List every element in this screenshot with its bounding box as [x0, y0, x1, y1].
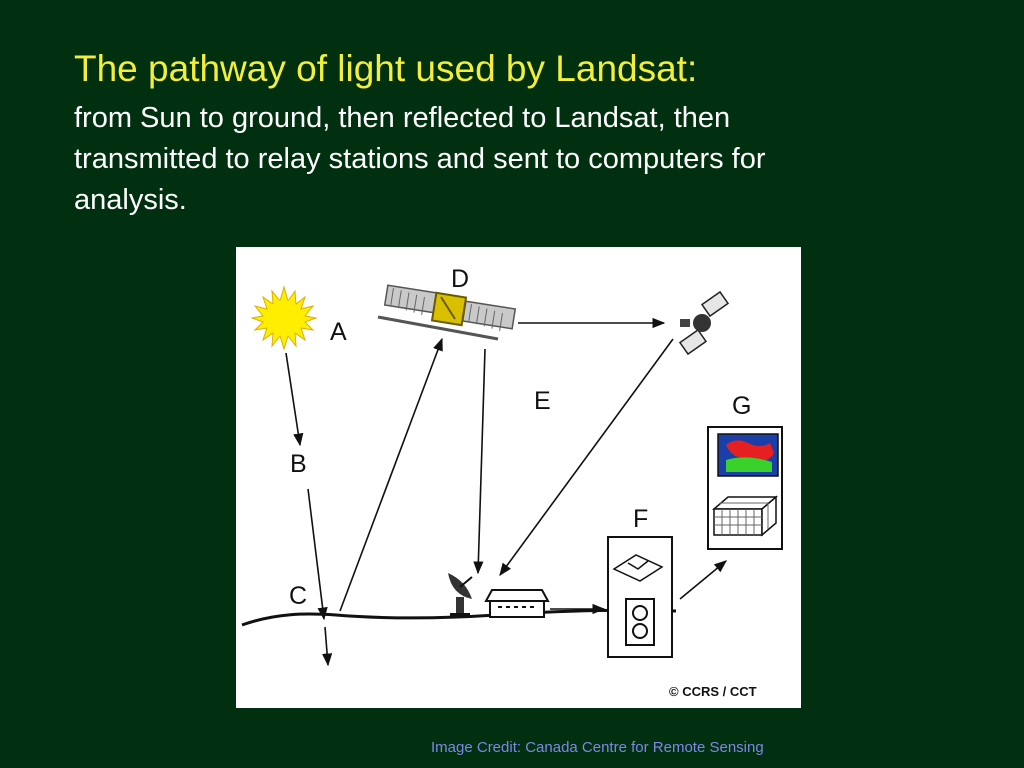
arrow-relay-to-dish	[499, 338, 674, 577]
arrow-ground-to-landsat	[339, 337, 443, 612]
processing-icon	[607, 536, 673, 658]
label-f: F	[633, 505, 648, 533]
arrow-sun-to-b	[285, 352, 304, 447]
slide-subtitle: from Sun to ground, then reflected to La…	[74, 102, 766, 216]
label-a: A	[330, 318, 347, 346]
copyright-notice: © CCRS / CCT	[669, 684, 757, 699]
label-c: C	[289, 582, 307, 610]
ground-station-icon	[484, 589, 550, 618]
label-d: D	[451, 265, 469, 293]
satellite-dish-icon	[448, 573, 473, 617]
label-g: G	[732, 392, 751, 420]
label-e: E	[534, 387, 551, 415]
sun-icon	[250, 285, 318, 351]
computer-map-icon	[707, 426, 783, 550]
arrow-landsat-to-dish	[473, 348, 486, 575]
light-path-arrows	[285, 317, 727, 667]
relay-satellite-icon	[678, 290, 730, 356]
image-credit: Image Credit: Canada Centre for Remote S…	[431, 739, 764, 756]
arrow-into-ground	[321, 626, 333, 667]
slide-title: The pathway of light used by Landsat:	[74, 48, 698, 89]
landsat-satellite-icon	[377, 284, 517, 341]
label-b: B	[290, 450, 307, 478]
landsat-pathway-diagram: A B C D E F G © CCRS / CCT	[236, 247, 801, 708]
arrow-b-to-ground	[307, 488, 328, 621]
arrow-processing-to-computer	[679, 560, 727, 600]
